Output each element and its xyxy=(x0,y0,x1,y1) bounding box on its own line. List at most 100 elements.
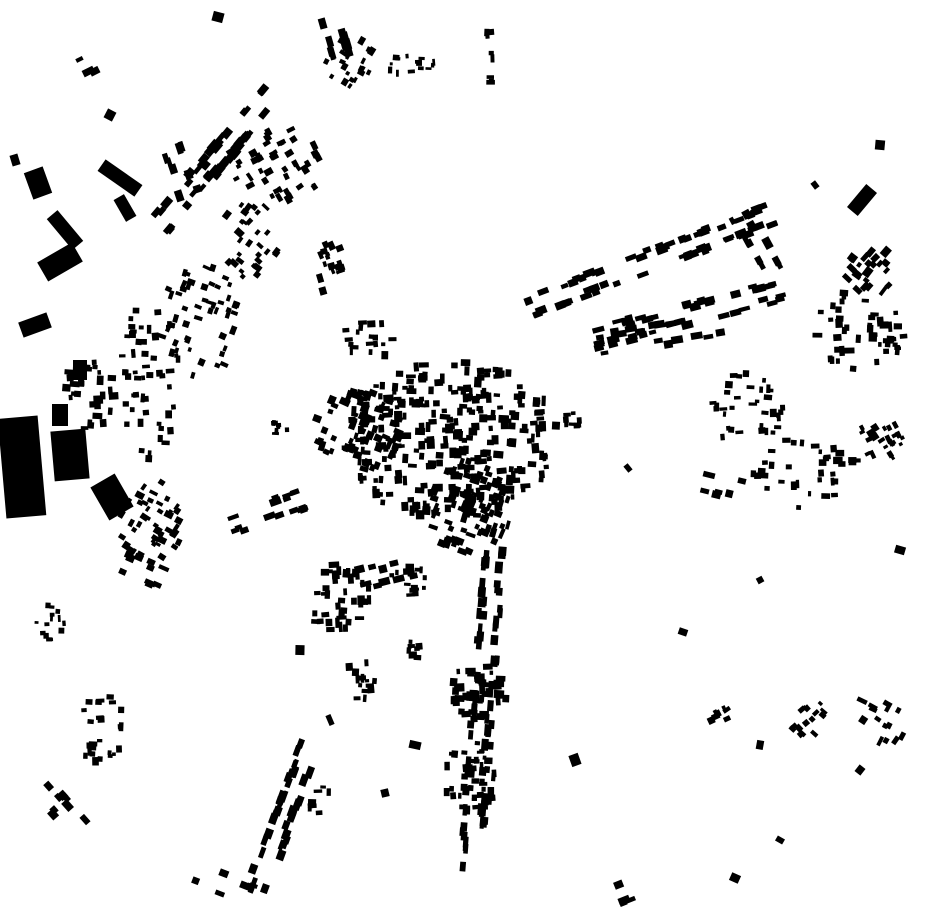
building xyxy=(445,467,454,476)
building xyxy=(834,346,842,353)
building xyxy=(147,450,152,460)
building xyxy=(611,317,625,325)
building xyxy=(368,349,373,355)
building xyxy=(878,342,882,347)
building xyxy=(474,671,481,680)
building xyxy=(483,368,492,373)
building xyxy=(359,403,370,414)
buildings-layer xyxy=(9,10,908,907)
building xyxy=(165,223,176,234)
building xyxy=(854,764,866,776)
building xyxy=(388,337,397,342)
building xyxy=(458,457,465,467)
building xyxy=(499,522,506,530)
building xyxy=(362,390,373,401)
building xyxy=(456,668,461,675)
building xyxy=(338,396,351,408)
building xyxy=(46,637,54,642)
building xyxy=(719,407,728,411)
building xyxy=(45,602,51,609)
building xyxy=(357,595,365,605)
building xyxy=(563,412,571,417)
building xyxy=(254,256,263,265)
building xyxy=(561,298,572,308)
building xyxy=(754,399,760,404)
building xyxy=(141,375,146,381)
building xyxy=(286,125,296,134)
building xyxy=(570,411,576,416)
building xyxy=(450,389,459,395)
building xyxy=(387,66,393,74)
building xyxy=(742,370,750,378)
building xyxy=(275,422,282,428)
building xyxy=(355,437,363,443)
building xyxy=(106,694,114,700)
building xyxy=(362,694,367,703)
building xyxy=(665,239,676,248)
building xyxy=(474,740,481,746)
building xyxy=(542,455,547,462)
building xyxy=(117,723,122,730)
building xyxy=(300,164,311,175)
building xyxy=(347,418,358,431)
building xyxy=(129,329,137,334)
building xyxy=(529,420,538,426)
building xyxy=(378,424,385,433)
building xyxy=(135,338,142,346)
building xyxy=(892,336,897,342)
building xyxy=(274,427,279,434)
building xyxy=(747,283,758,290)
building xyxy=(50,428,90,482)
building xyxy=(634,252,648,263)
building xyxy=(328,561,340,569)
building xyxy=(790,439,797,446)
building xyxy=(750,206,763,217)
building xyxy=(473,376,482,388)
building xyxy=(487,688,494,698)
building xyxy=(670,335,684,345)
building xyxy=(504,495,511,504)
building xyxy=(325,618,333,627)
building xyxy=(485,415,496,421)
building xyxy=(463,464,470,473)
building xyxy=(174,347,180,355)
building xyxy=(43,632,49,639)
building xyxy=(841,272,853,284)
building xyxy=(408,385,415,393)
building xyxy=(865,246,877,258)
building xyxy=(789,722,798,731)
building xyxy=(107,750,112,756)
building xyxy=(460,492,468,499)
building xyxy=(81,65,96,78)
building xyxy=(476,458,488,465)
building xyxy=(90,473,134,521)
building xyxy=(458,446,468,456)
building xyxy=(137,418,144,427)
building xyxy=(856,696,868,706)
building xyxy=(357,411,366,421)
building xyxy=(467,669,475,677)
building xyxy=(356,388,366,395)
building xyxy=(291,159,299,168)
building xyxy=(118,567,128,576)
building xyxy=(44,622,50,627)
building xyxy=(372,461,381,471)
building xyxy=(891,420,899,430)
building xyxy=(477,586,487,598)
building xyxy=(833,456,843,465)
building xyxy=(506,438,516,447)
building xyxy=(175,355,181,363)
building xyxy=(321,240,330,250)
building xyxy=(412,501,421,510)
building xyxy=(892,342,898,348)
building xyxy=(118,706,125,714)
building xyxy=(292,798,303,811)
building xyxy=(418,56,425,61)
building xyxy=(53,792,63,803)
building xyxy=(351,668,360,677)
building xyxy=(471,703,478,712)
building xyxy=(683,320,693,328)
building xyxy=(835,449,845,457)
building xyxy=(465,497,474,505)
building xyxy=(653,319,666,329)
